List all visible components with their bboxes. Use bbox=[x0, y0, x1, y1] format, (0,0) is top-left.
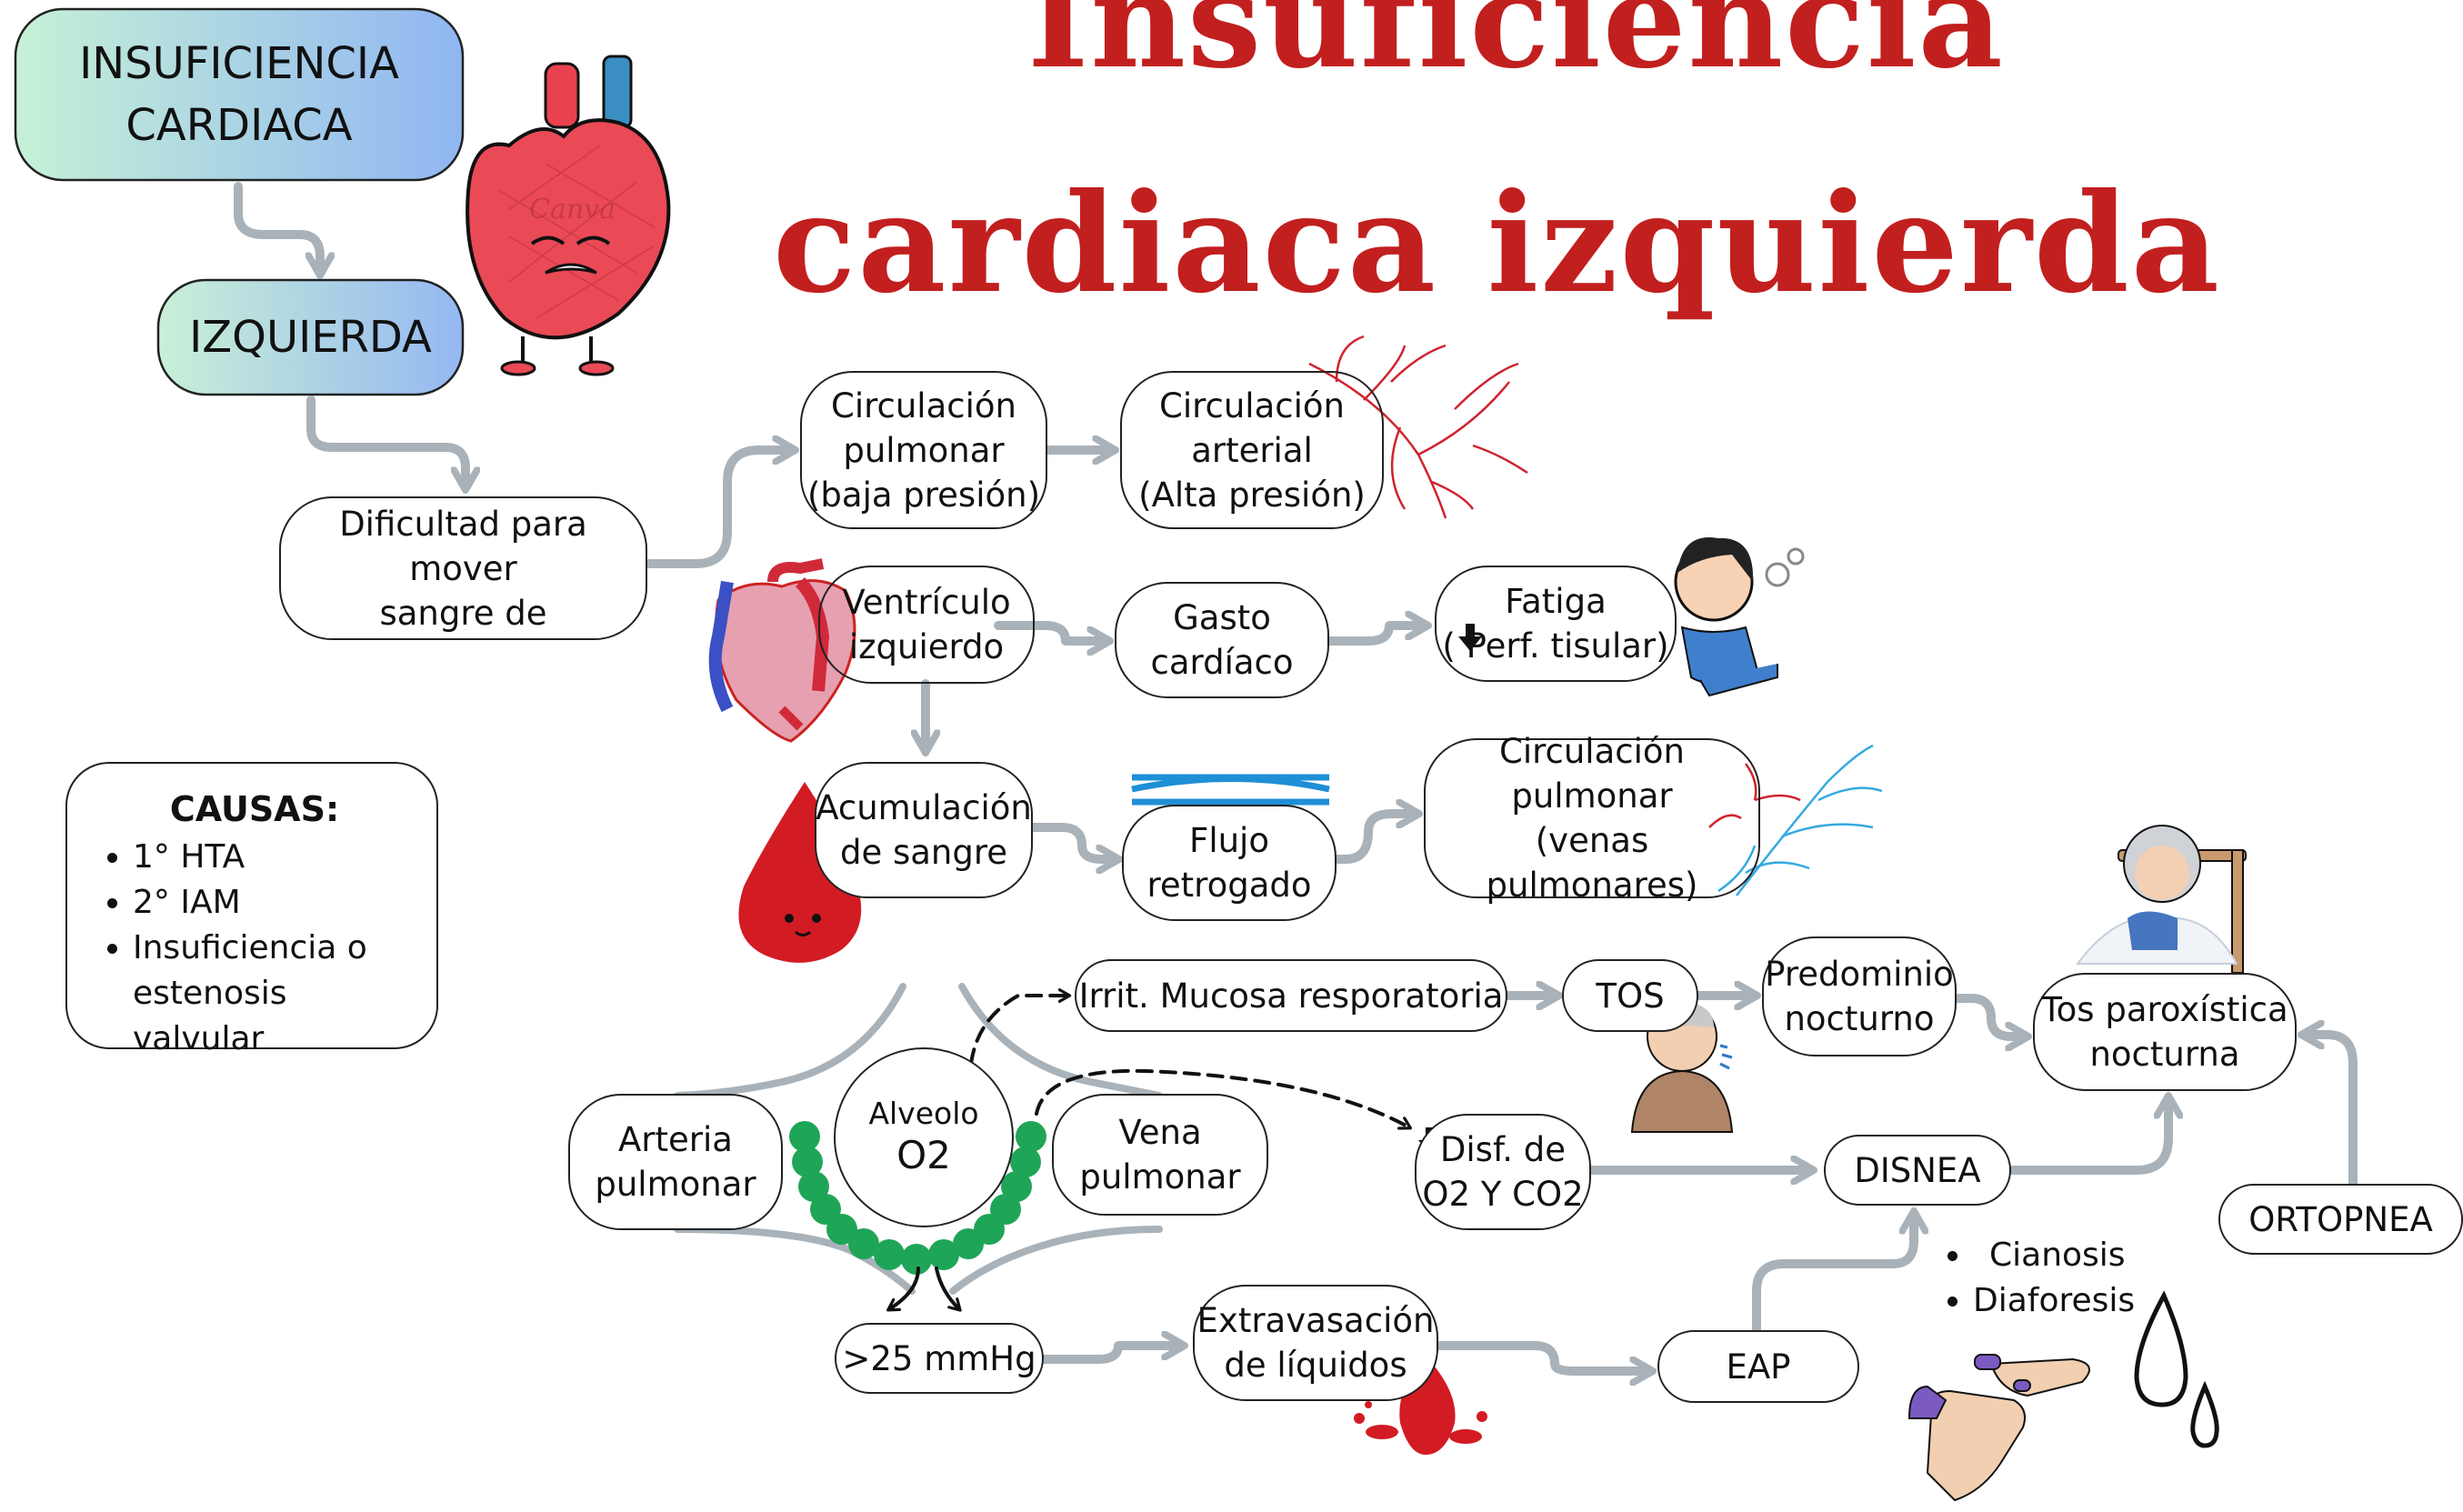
connector-extrav-eap bbox=[1434, 1341, 1650, 1371]
vessel-curve-left bbox=[674, 983, 906, 1099]
node-circulacion-arterial-alta: Circulación arterial (Alta presión) bbox=[1120, 371, 1384, 529]
connector-presion-extrav bbox=[1039, 1346, 1182, 1364]
node-arteria-pulmonar: Arteria pulmonar bbox=[568, 1094, 783, 1230]
elder-in-bed-icon bbox=[2075, 825, 2247, 974]
capillary-icon bbox=[789, 1121, 1046, 1275]
node-tos: TOS bbox=[1562, 959, 1698, 1032]
node-vena-pulmonar: Vena pulmonar bbox=[1052, 1094, 1268, 1216]
connector-flujo-venas bbox=[1332, 814, 1417, 864]
causas-list: 1° HTA 2° IAM Insuficiencia o estenosis … bbox=[95, 835, 415, 1062]
connector-insuf-izq bbox=[234, 182, 320, 273]
node-insuficiencia-cardiaca: INSUFICIENCIA CARDIACA bbox=[79, 38, 399, 151]
node-izquierda: IZQUIERDA bbox=[189, 311, 432, 363]
node-acumulacion-sangre: Acumulación de sangre bbox=[815, 762, 1033, 898]
node-ortopnea: ORTOPNEA bbox=[2218, 1184, 2463, 1255]
izquierda-box bbox=[156, 278, 465, 396]
title-line2: cardiaca izquierda bbox=[773, 164, 2221, 324]
arrow-to-presion-right bbox=[935, 1267, 962, 1312]
connector-ventriculo-gasto bbox=[994, 621, 1107, 641]
causa-item: Insuficiencia o estenosis valvular bbox=[133, 926, 415, 1062]
node-predominio-nocturno: Predominio nocturno bbox=[1762, 936, 1957, 1056]
sweat-drops-icon bbox=[2134, 1290, 2219, 1448]
node-presion-25mmhg: >25 mmHg bbox=[835, 1323, 1044, 1394]
node-irrit-mucosa: Irrit. Mucosa resporatoria bbox=[1075, 959, 1507, 1032]
signo-item: Cianosis bbox=[1973, 1233, 2135, 1278]
causa-item: 2° IAM bbox=[133, 880, 415, 926]
insuficiencia-box bbox=[14, 7, 465, 182]
signos-list: Cianosis Diaforesis bbox=[1937, 1233, 2135, 1324]
signo-item: Diaforesis bbox=[1973, 1278, 2135, 1324]
connector-izq-dificultad bbox=[306, 396, 466, 487]
node-fatiga: Fatiga ( Perf. tisular) bbox=[1435, 566, 1677, 682]
arrow-to-presion-left bbox=[886, 1267, 920, 1312]
node-tos-paroxistica: Tos paroxística nocturna bbox=[2033, 973, 2297, 1091]
dashed-arrow-irrit bbox=[969, 988, 1072, 1066]
cyanotic-hands-icon bbox=[1907, 1354, 2090, 1502]
tired-child-icon bbox=[1674, 537, 1805, 697]
flow-waves-icon bbox=[1131, 774, 1330, 806]
connector-eap-disnea bbox=[1752, 1214, 1914, 1337]
node-ventriculo-izquierdo: Ventrículo izquierdo bbox=[818, 566, 1035, 684]
causas-box: CAUSAS: 1° HTA 2° IAM Insuficiencia o es… bbox=[65, 762, 438, 1057]
title-line1: Insuficiencia bbox=[1027, 0, 2005, 97]
alveolo-o2: O2 bbox=[896, 1133, 951, 1177]
connector-dificultad-circulacion bbox=[645, 450, 793, 568]
node-extravasacion: Extravasación de líquidos bbox=[1193, 1285, 1438, 1401]
node-alveolo: Alveolo O2 bbox=[834, 1047, 1014, 1227]
vessel-bottom-left bbox=[674, 1226, 916, 1295]
node-circulacion-pulmonar-baja: Circulación pulmonar (baja presión) bbox=[800, 371, 1047, 529]
watermark-text: Canva bbox=[529, 194, 616, 225]
causa-item: 1° HTA bbox=[133, 835, 415, 880]
node-disnea: DISNEA bbox=[1824, 1135, 2011, 1206]
node-gasto-cardiaco: Gasto cardíaco bbox=[1115, 582, 1329, 698]
connector-gasto-fatiga bbox=[1325, 626, 1426, 646]
node-disf-o2-co2: Disf. de O2 Y CO2 bbox=[1415, 1114, 1591, 1230]
node-flujo-retrogado: Flujo retrogado bbox=[1122, 805, 1337, 921]
connector-disnea-tospar bbox=[2007, 1098, 2168, 1175]
connector-predominio-tospar bbox=[1952, 994, 2026, 1036]
dashed-arrow-disf bbox=[1035, 1068, 1413, 1130]
connector-acumulacion-flujo bbox=[1028, 823, 1116, 859]
connector-ortopnea-tospar bbox=[2304, 1035, 2358, 1188]
node-circulacion-venas-pulmonares: Circulación pulmonar (venas pulmonares) bbox=[1424, 732, 1760, 905]
vessel-bottom-right bbox=[949, 1226, 1163, 1295]
node-dificultad: Dificultad para mover sangre de bbox=[279, 496, 647, 640]
alveolo-label: Alveolo bbox=[868, 1096, 979, 1131]
causas-heading: CAUSAS: bbox=[169, 789, 340, 829]
node-eap: EAP bbox=[1657, 1330, 1859, 1403]
heart-character-icon: Canva bbox=[466, 55, 671, 376]
